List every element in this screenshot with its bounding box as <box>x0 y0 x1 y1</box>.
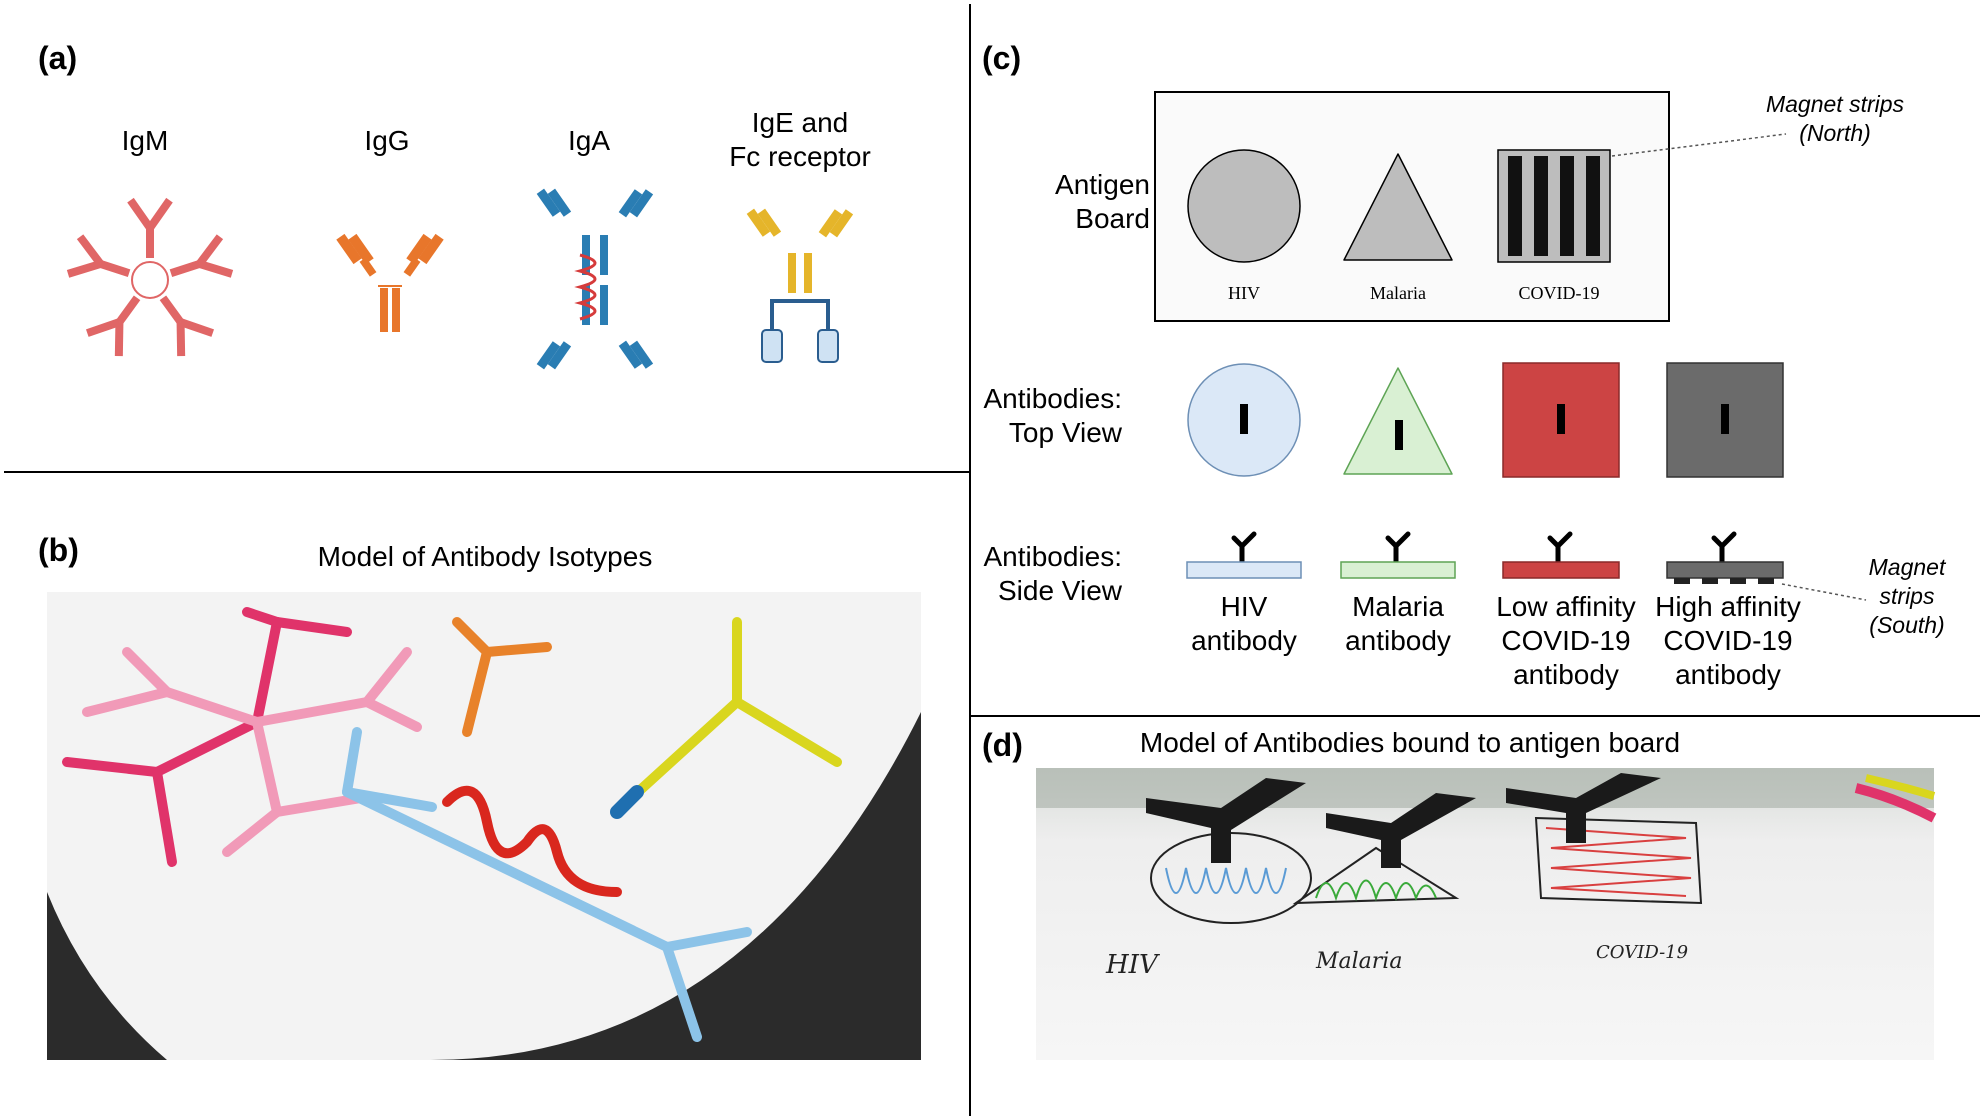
magnet-south-leader <box>1781 583 1867 601</box>
panel-b-label: (b) <box>38 532 79 568</box>
panel-c-label: (c) <box>982 40 1022 76</box>
antigen-label-covid: COVID-19 <box>1518 283 1600 303</box>
isotype-label-ige: IgE and Fc receptor <box>729 107 871 172</box>
panel-b-title: Model of Antibody Isotypes <box>317 541 653 572</box>
malaria-antibody-top-view <box>1343 367 1453 475</box>
hiv-antibody-side-view <box>1186 531 1302 579</box>
igm-arm-stem <box>159 295 184 325</box>
vertical-divider <box>969 4 971 1116</box>
igm-arm-branch <box>198 260 234 278</box>
igm-arm-branch <box>85 318 121 337</box>
antibody-label-high-affinity: High affinity COVID-19 antibody <box>1655 591 1801 690</box>
panel-a-label: (a) <box>38 40 78 76</box>
iga-dimer-icon <box>536 188 654 370</box>
panel-d-title: Model of Antibodies bound to antigen boa… <box>1139 727 1681 758</box>
ige-fc-receptor-icon <box>746 208 854 363</box>
magnet-north-label: Magnet strips (North) <box>1765 91 1905 146</box>
igm-arm-branch <box>66 260 102 278</box>
magnet-north-leader <box>1611 133 1787 157</box>
horizontal-divider-right <box>970 715 1980 717</box>
antibody-label-malaria: Malaria antibody <box>1345 591 1451 656</box>
panel-d-label: (d) <box>982 727 1023 763</box>
igm-arm-branch <box>176 321 186 357</box>
low-affinity-antibody-top-view <box>1502 362 1620 478</box>
high-affinity-antibody-side-view <box>1666 531 1784 584</box>
isotype-label-iga: IgA <box>567 125 611 156</box>
igm-pentamer-icon <box>66 197 234 357</box>
covid-antigen-square <box>1497 149 1611 263</box>
handwritten-label-hiv: HIV <box>1105 950 1160 980</box>
magnet-south-label: Magnet strips (South) <box>1868 554 1946 638</box>
igm-arm-branch <box>179 318 215 337</box>
igm-arm-branch <box>146 197 173 231</box>
antigen-label-malaria: Malaria <box>1370 283 1426 303</box>
antibody-label-hiv: HIV antibody <box>1191 591 1297 656</box>
igm-arm-stem <box>116 295 141 325</box>
handwritten-label-malaria: Malaria <box>1315 949 1402 974</box>
handwritten-label-covid: COVID-19 <box>1596 942 1688 963</box>
high-affinity-antibody-top-view <box>1666 362 1784 478</box>
malaria-antibody-side-view <box>1340 531 1456 579</box>
igm-arm-stem <box>169 260 201 278</box>
igm-arm-branch <box>76 234 104 267</box>
isotype-label-igm: IgM <box>121 125 169 156</box>
pipe-cleaner-antibody-models-photo <box>47 592 921 1061</box>
low-affinity-antibody-side-view <box>1502 531 1620 579</box>
row-label-top-view: Antibodies: Top View <box>983 383 1122 448</box>
malaria-antigen-triangle <box>1343 153 1453 261</box>
antigen-label-hiv: HIV <box>1228 283 1260 303</box>
igm-arm-branch <box>127 197 154 231</box>
igm-arm-branch <box>114 321 124 357</box>
row-label-antigen-board: Antigen Board <box>1055 169 1150 234</box>
horizontal-divider-left <box>4 471 970 473</box>
antigen-board-photo: HIV Malaria COVID-19 <box>1036 768 1937 1060</box>
igg-monomer-icon <box>336 233 444 332</box>
igm-arm-branch <box>196 234 224 267</box>
hiv-antigen-circle <box>1187 149 1301 263</box>
row-label-side-view: Antibodies: Side View <box>983 541 1122 606</box>
antibody-label-low-affinity: Low affinity COVID-19 antibody <box>1496 591 1636 690</box>
igm-arm-stem <box>99 260 131 278</box>
isotype-label-igg: IgG <box>364 125 410 156</box>
hiv-antibody-top-view <box>1187 363 1301 477</box>
